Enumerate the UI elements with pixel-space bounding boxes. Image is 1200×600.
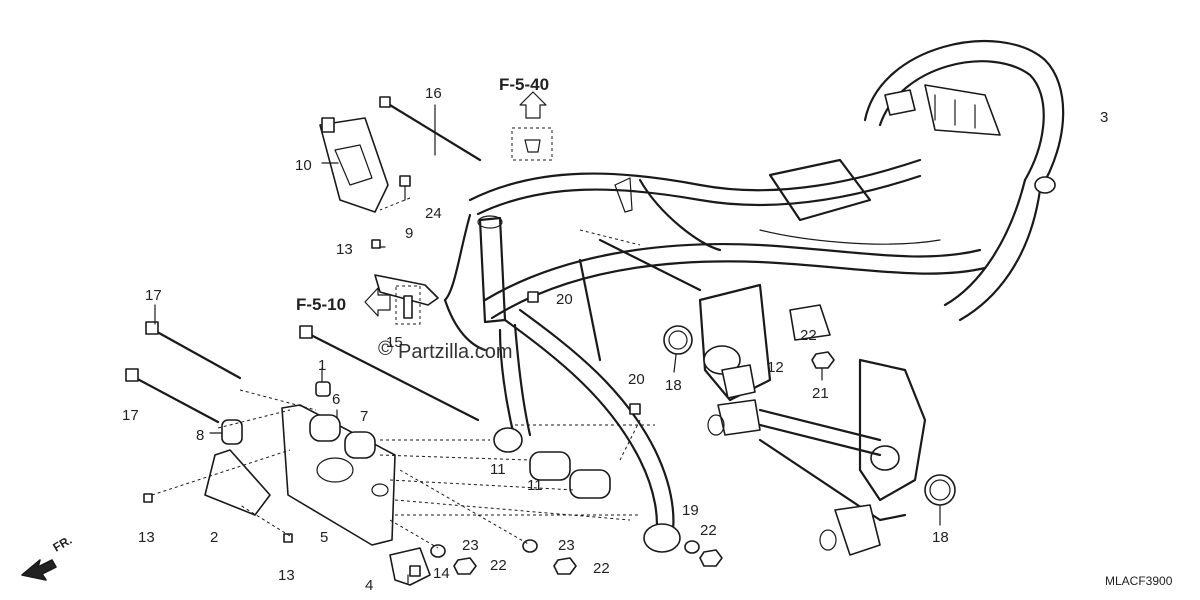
- ref-left-arrow: [364, 285, 421, 325]
- callout-20b[interactable]: 20: [628, 371, 645, 388]
- callout-22d[interactable]: 22: [800, 327, 817, 344]
- direction-label: FR.: [51, 533, 75, 555]
- callout-14[interactable]: 14: [433, 565, 450, 582]
- callout-15[interactable]: 15: [386, 334, 403, 351]
- callout-6[interactable]: 6: [332, 391, 340, 408]
- part-bracket-10[interactable]: [319, 117, 389, 213]
- callout-22a[interactable]: 22: [490, 557, 507, 574]
- part-collar-8[interactable]: [221, 419, 243, 445]
- callout-2[interactable]: 2: [210, 529, 218, 546]
- part-bolt-17-upper[interactable]: [145, 321, 242, 380]
- callout-7[interactable]: 7: [360, 408, 368, 425]
- callout-8[interactable]: 8: [196, 427, 204, 444]
- callout-17a[interactable]: 17: [145, 287, 162, 304]
- copyright-mark: ©: [378, 338, 393, 360]
- part-collar-1[interactable]: [315, 381, 331, 397]
- part-engine-hanger-plate-5[interactable]: [281, 404, 396, 546]
- callout-11b[interactable]: 11: [527, 477, 543, 494]
- diagram-code: MLACF3900: [1105, 574, 1173, 588]
- callout-23b[interactable]: 23: [558, 537, 575, 554]
- callout-22c[interactable]: 22: [700, 522, 717, 539]
- callout-1[interactable]: 1: [318, 357, 326, 374]
- ref-label-left[interactable]: F-5-10: [296, 295, 346, 314]
- part-nuts-22[interactable]: [453, 351, 835, 575]
- part-long-bolt-16[interactable]: [379, 96, 482, 162]
- callout-17b[interactable]: 17: [122, 407, 139, 424]
- watermark-text: Partzilla.com: [398, 341, 512, 363]
- callout-13c[interactable]: 13: [278, 567, 295, 584]
- part-bracket-12[interactable]: [721, 364, 756, 399]
- part-bolt-17-lower[interactable]: [125, 368, 220, 424]
- part-bracket-9[interactable]: [374, 274, 439, 306]
- part-cover-2[interactable]: [204, 449, 271, 516]
- callout-11a[interactable]: 11: [490, 461, 506, 478]
- leader-lines: [151, 104, 941, 584]
- callout-labels: 1 2 3 4 5 6 7 8 9 10 11 11 12 13 13 13 1…: [122, 85, 1108, 594]
- callout-4[interactable]: 4: [365, 577, 373, 594]
- callout-22b[interactable]: 22: [593, 560, 610, 577]
- part-bolt-24[interactable]: [399, 175, 411, 201]
- callout-18b[interactable]: 18: [932, 529, 949, 546]
- part-bolts-20[interactable]: [527, 291, 641, 415]
- part-bolt-14[interactable]: [409, 565, 421, 577]
- callout-5[interactable]: 5: [320, 529, 328, 546]
- callout-13a[interactable]: 13: [336, 241, 353, 258]
- callout-3[interactable]: 3: [1100, 109, 1108, 126]
- part-bolt-15[interactable]: [299, 325, 480, 422]
- ref-label-upper[interactable]: F-5-40: [499, 75, 549, 94]
- callout-13b[interactable]: 13: [138, 529, 155, 546]
- callout-20a[interactable]: 20: [556, 291, 573, 308]
- part-bolts-13[interactable]: [143, 239, 413, 543]
- callout-10[interactable]: 10: [295, 157, 312, 174]
- part-collars-11[interactable]: [529, 451, 611, 499]
- callout-9[interactable]: 9: [405, 225, 413, 242]
- callout-19[interactable]: 19: [682, 502, 699, 519]
- part-cap-18-upper[interactable]: [663, 325, 693, 355]
- ref-upper-arrow: [511, 91, 553, 161]
- part-cap-18-lower[interactable]: [924, 474, 956, 506]
- callout-16[interactable]: 16: [425, 85, 442, 102]
- callout-23a[interactable]: 23: [462, 537, 479, 554]
- callout-24[interactable]: 24: [425, 205, 442, 222]
- callout-21[interactable]: 21: [812, 385, 829, 402]
- fr-arrow-icon: [21, 559, 57, 581]
- part-collars-6-7[interactable]: [309, 414, 376, 459]
- callout-18a[interactable]: 18: [665, 377, 682, 394]
- callout-12[interactable]: 12: [767, 359, 784, 376]
